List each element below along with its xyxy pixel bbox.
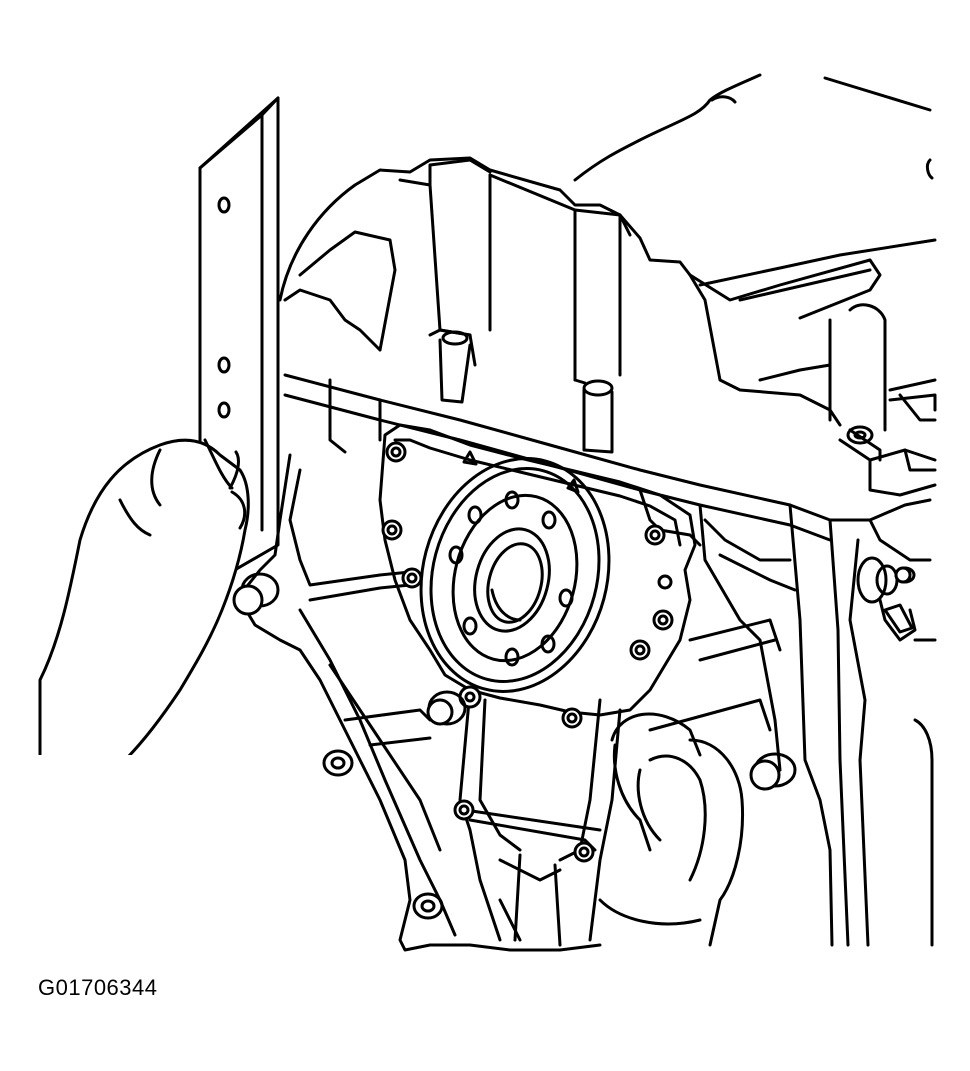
right-side-components: [848, 428, 914, 634]
engine-block-outline: [232, 156, 937, 952]
upper-hand-drawing: [573, 73, 934, 182]
engine-illustration: [0, 73, 937, 952]
lower-hand-drawing: [0, 438, 250, 765]
front-cover: [378, 423, 697, 717]
figure-id-label: G01706344: [38, 975, 158, 1000]
cover-bolts: [381, 441, 674, 863]
